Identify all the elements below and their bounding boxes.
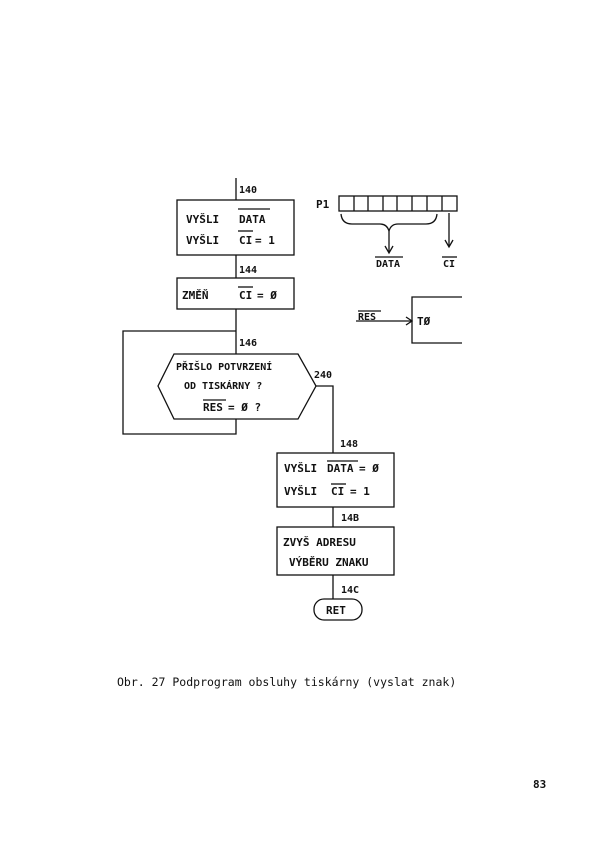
decision-line2: OD TISKÁRNY ? bbox=[184, 379, 262, 392]
label-146: 146 bbox=[239, 338, 257, 349]
label-14B: 14B bbox=[341, 513, 359, 524]
timer-block bbox=[411, 296, 462, 344]
box1-line2-value: = 1 bbox=[255, 234, 275, 247]
ret-label: RET bbox=[326, 604, 346, 617]
box4-line1: ZVYŠ ADRESU bbox=[283, 536, 356, 549]
box1-line1-signal: DATA bbox=[239, 213, 266, 226]
label-140: 140 bbox=[239, 185, 257, 196]
box3-line2-value: = 1 bbox=[350, 485, 370, 498]
box2-value: = Ø bbox=[257, 289, 277, 302]
send-data-zero-box bbox=[276, 452, 395, 508]
label-240: 240 bbox=[314, 370, 332, 381]
box1-line2-verb: VYŠLI bbox=[186, 234, 219, 247]
decision-line3-value: = Ø ? bbox=[228, 401, 261, 414]
port-p1-register bbox=[338, 195, 458, 212]
loop-back-line bbox=[122, 330, 237, 435]
ret-terminal bbox=[313, 598, 363, 621]
port-ci-label: CI bbox=[443, 259, 455, 270]
ci-arrowhead bbox=[444, 239, 454, 249]
box2-verb: ZMĚŇ bbox=[182, 289, 209, 302]
increment-address-box bbox=[276, 526, 395, 576]
data-arrowhead bbox=[384, 245, 394, 255]
box3-line2-signal: CI bbox=[331, 485, 344, 498]
res-input-label: RES bbox=[358, 312, 376, 323]
page-number: 83 bbox=[533, 778, 547, 791]
label-144: 144 bbox=[239, 265, 257, 276]
box1-line1-verb: VYŠLI bbox=[186, 213, 219, 226]
box2-signal: CI bbox=[239, 289, 252, 302]
port-data-label: DATA bbox=[376, 259, 400, 270]
box3-line1-signal: DATA bbox=[327, 462, 354, 475]
label-148: 148 bbox=[340, 439, 358, 450]
data-bits-brace bbox=[340, 213, 438, 234]
box4-line2: VÝBĚRU ZNAKU bbox=[289, 556, 369, 569]
ack-decision bbox=[157, 353, 317, 420]
box3-line1-verb: VYŠLI bbox=[284, 462, 317, 475]
timer-label: TØ bbox=[417, 315, 431, 328]
box3-line1-value: = Ø bbox=[359, 462, 379, 475]
box3-line2-verb: VYŠLI bbox=[284, 485, 317, 498]
decision-line1: PŘIŠLO POTVRZENÍ bbox=[176, 360, 272, 373]
branch-240-line bbox=[316, 385, 334, 453]
figure-caption: Obr. 27 Podprogram obsluhy tiskárny (vys… bbox=[117, 675, 457, 689]
decision-line3-signal: RES bbox=[203, 401, 223, 414]
label-14C: 14C bbox=[341, 585, 359, 596]
port-name: P1 bbox=[316, 198, 330, 211]
box1-line2-signal: CI bbox=[239, 234, 252, 247]
